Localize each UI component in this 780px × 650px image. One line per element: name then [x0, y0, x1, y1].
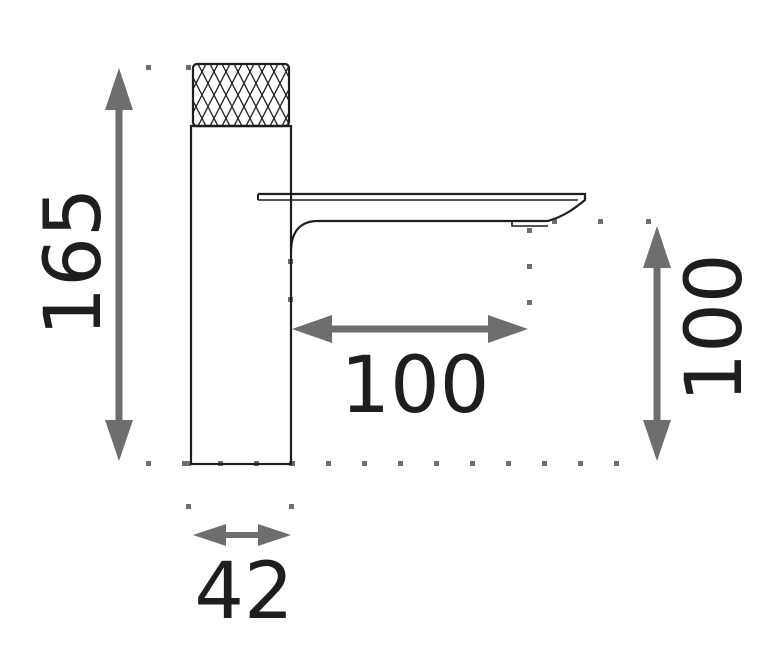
- faucet-body: [189, 124, 293, 466]
- total-height-label: 165: [29, 188, 119, 337]
- spout-outlet-dots: [527, 219, 651, 305]
- handle-knurl-pattern: [193, 64, 289, 126]
- spout-height-label: 100: [670, 254, 760, 403]
- faucet-outline: [189, 62, 587, 466]
- width-extension-dots: [186, 504, 294, 509]
- top-extension-dots: [146, 65, 191, 70]
- extension-lines: [146, 65, 651, 509]
- body-width-arrow: [193, 524, 291, 546]
- body-width-label: 42: [194, 547, 293, 637]
- spout-reach-arrow: [292, 315, 528, 343]
- spout-aerator: [511, 221, 548, 227]
- total-height-arrow: [105, 68, 133, 461]
- spout-height-arrow: [643, 226, 671, 461]
- dimension-arrows: [105, 68, 671, 546]
- spout-reach-label: 100: [341, 341, 490, 431]
- faucet-spout: [258, 192, 587, 253]
